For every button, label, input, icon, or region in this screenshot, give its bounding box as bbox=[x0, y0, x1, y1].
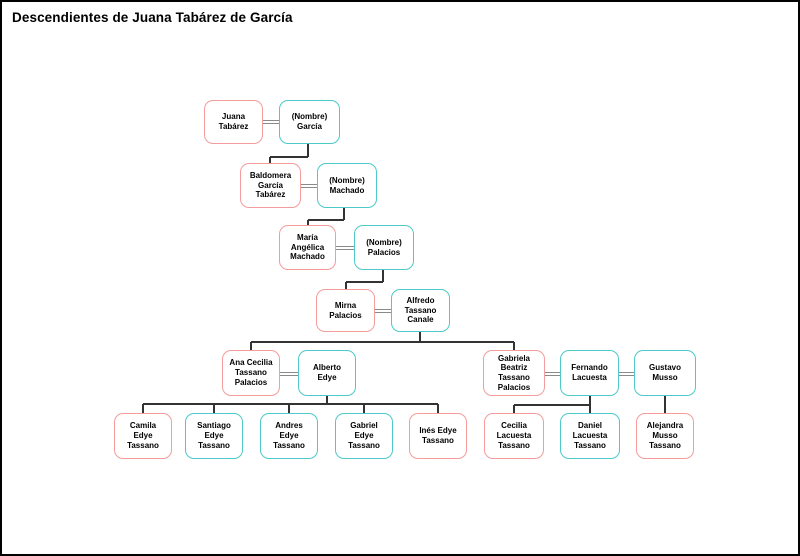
descent-line-alberto bbox=[437, 404, 439, 413]
descent-line-palacios bbox=[382, 270, 384, 282]
descent-line-fernando bbox=[589, 396, 591, 405]
descent-line-alberto bbox=[142, 404, 144, 413]
person-node-ana[interactable]: Ana Cecilia Tassano Palacios bbox=[222, 350, 280, 396]
person-node-santiago[interactable]: Santiago Edye Tassano bbox=[185, 413, 243, 459]
descent-line-fernando bbox=[513, 405, 515, 413]
descent-line-fernando bbox=[589, 405, 591, 413]
descent-line-machado bbox=[308, 219, 344, 221]
descent-line-alberto bbox=[288, 404, 290, 413]
descent-line-alfredo bbox=[251, 341, 514, 343]
descent-line-garcia bbox=[269, 157, 271, 163]
descent-line-fernando bbox=[514, 404, 590, 406]
person-node-garcia[interactable]: (Nombre) García bbox=[279, 100, 340, 144]
descent-line-alberto bbox=[143, 403, 438, 405]
descent-line-alberto bbox=[363, 404, 365, 413]
descent-line-alfredo bbox=[513, 342, 515, 350]
person-node-machado[interactable]: (Nombre) Machado bbox=[317, 163, 377, 208]
person-node-gustavo[interactable]: Gustavo Musso bbox=[634, 350, 696, 396]
marriage-link-juana-garcia bbox=[263, 119, 279, 124]
person-node-alejandra[interactable]: Alejandra Musso Tassano bbox=[636, 413, 694, 459]
descent-line-palacios bbox=[345, 282, 347, 289]
marriage-link-mirna-alfredo bbox=[375, 308, 391, 313]
person-node-gabriel[interactable]: Gabriel Edye Tassano bbox=[335, 413, 393, 459]
descent-line-alberto bbox=[326, 396, 328, 404]
person-node-daniel[interactable]: Daniel Lacuesta Tassano bbox=[560, 413, 620, 459]
descent-line-alfredo bbox=[419, 332, 421, 342]
page-title: Descendientes de Juana Tabárez de García bbox=[12, 10, 293, 25]
descent-line-machado bbox=[307, 220, 309, 225]
person-node-gabriela[interactable]: Gabriela Beatriz Tassano Palacios bbox=[483, 350, 545, 396]
person-node-mirna[interactable]: Mirna Palacios bbox=[316, 289, 375, 332]
person-node-baldomera[interactable]: Baldomera García Tabárez bbox=[240, 163, 301, 208]
person-node-alberto[interactable]: Alberto Edye bbox=[298, 350, 356, 396]
descent-line-garcia bbox=[270, 156, 308, 158]
person-node-cecilia[interactable]: Cecilia Lacuesta Tassano bbox=[484, 413, 544, 459]
person-node-alfredo[interactable]: Alfredo Tassano Canale bbox=[391, 289, 450, 332]
marriage-link-maria-palacios bbox=[336, 245, 354, 250]
person-node-maria[interactable]: María Angélica Machado bbox=[279, 225, 336, 270]
person-node-fernando[interactable]: Fernando Lacuesta bbox=[560, 350, 619, 396]
person-node-andres[interactable]: Andres Edye Tassano bbox=[260, 413, 318, 459]
descent-line-palacios bbox=[346, 281, 383, 283]
person-node-camila[interactable]: Camila Edye Tassano bbox=[114, 413, 172, 459]
marriage-link-fernando-gustavo bbox=[619, 371, 634, 376]
person-node-palacios[interactable]: (Nombre) Palacios bbox=[354, 225, 414, 270]
descent-line-alberto bbox=[213, 404, 215, 413]
marriage-link-ana-alberto bbox=[280, 371, 298, 376]
marriage-link-gabriela-fernando bbox=[545, 371, 560, 376]
person-node-ines[interactable]: Inés Edye Tassano bbox=[409, 413, 467, 459]
descent-line-gustavo bbox=[664, 396, 666, 413]
person-node-juana[interactable]: Juana Tabárez bbox=[204, 100, 263, 144]
descent-line-alfredo bbox=[250, 342, 252, 350]
descent-line-garcia bbox=[307, 144, 309, 157]
descent-line-machado bbox=[343, 208, 345, 220]
marriage-link-baldomera-machado bbox=[301, 183, 317, 188]
